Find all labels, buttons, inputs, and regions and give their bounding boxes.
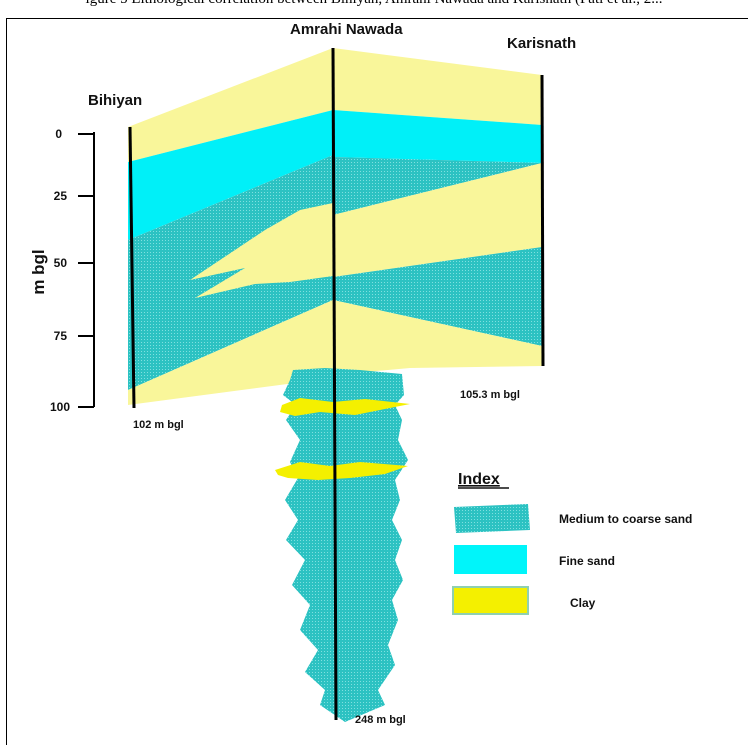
left-fine-sand	[128, 110, 333, 240]
amrahi-nawada-label: Amrahi Nawada	[290, 21, 403, 38]
figure-caption-fragment: igure 5 Lithological correlation between…	[0, 0, 748, 9]
left-clay-top	[128, 48, 333, 162]
legend-swatch-clay	[452, 586, 529, 615]
tick-label-100: 100	[50, 400, 70, 414]
figure-frame	[6, 18, 748, 745]
left-coarse-sand	[128, 155, 333, 390]
legend-label-fine-sand: Fine sand	[559, 554, 615, 568]
right-coarse-upper	[333, 157, 542, 215]
right-coarse-lower	[333, 247, 542, 346]
right-fine-sand	[333, 110, 542, 163]
left-clay-lens	[190, 203, 333, 298]
karisnath-depth-label: 105.3 m bgl	[460, 389, 520, 401]
right-clay-top	[333, 48, 542, 125]
amrahi-nawada-depth-label: 248 m bgl	[355, 714, 406, 726]
amrahi-nawada-borehole-line	[331, 47, 338, 721]
left-clay-bottom	[128, 300, 333, 405]
tick-label-50: 50	[54, 256, 68, 270]
bihiyan-borehole-line	[128, 126, 136, 409]
legend-swatch-fine-sand	[454, 545, 527, 574]
center-clay-band-2	[275, 462, 408, 480]
legend-title: Index	[458, 471, 500, 488]
karisnath-borehole-line	[540, 74, 545, 367]
bihiyan-depth-label: 102 m bgl	[133, 419, 184, 431]
right-clay-middle	[333, 163, 542, 277]
center-deep-coarse-sand	[283, 368, 408, 722]
legend-swatch-coarse-sand	[454, 504, 530, 533]
karisnath-label: Karisnath	[507, 35, 576, 52]
right-clay-bottom	[333, 300, 542, 375]
bihiyan-label: Bihiyan	[88, 92, 142, 109]
depth-axis-label: m bgl	[29, 249, 48, 294]
legend-label-clay: Clay	[570, 596, 596, 610]
center-clay-band-1	[280, 398, 410, 416]
legend-label-coarse-sand: Medium to coarse sand	[559, 512, 692, 526]
tick-label-0: 0	[55, 127, 62, 141]
tick-label-75: 75	[54, 329, 68, 343]
tick-label-25: 25	[54, 189, 68, 203]
